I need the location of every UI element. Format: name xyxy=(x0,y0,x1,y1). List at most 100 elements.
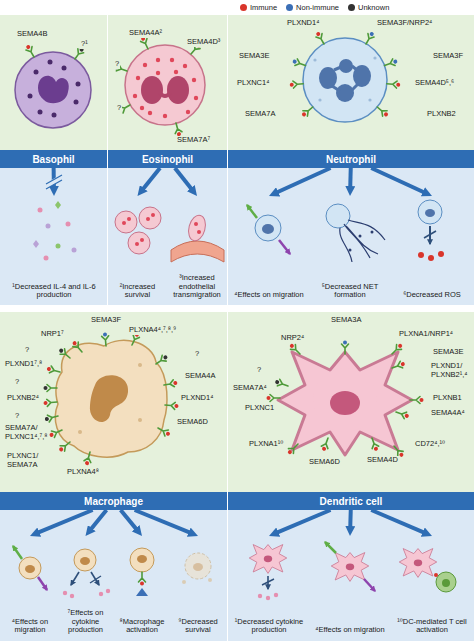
macrophage-cell xyxy=(78,430,82,434)
macrophage-cell xyxy=(154,353,169,366)
macrophage-cell xyxy=(44,385,58,392)
effect-panel: ¹Decreased cytokine production xyxy=(230,536,308,638)
dc-effect-art xyxy=(249,542,456,600)
cell-type-band: Neutrophil xyxy=(228,150,474,168)
effect-caption: ¹Decreased cytokine production xyxy=(232,618,306,635)
receptor-label: PLXNA4⁸ xyxy=(66,468,100,477)
macrophage-effect-art xyxy=(13,546,212,598)
receptor-label: ? xyxy=(116,104,122,113)
dendritic-cell xyxy=(278,352,412,455)
eosinophil-cell xyxy=(140,106,144,110)
net-art xyxy=(371,231,374,234)
basophil-effect-art xyxy=(46,224,51,229)
legend-text: Immune xyxy=(250,3,277,12)
ros-art xyxy=(424,231,436,238)
effect-caption: ⁸Macrophage activation xyxy=(116,618,168,635)
basophil-cell xyxy=(74,100,79,105)
macrophage-cell xyxy=(44,413,59,423)
effect-caption: ⁴Effects on migration xyxy=(5,618,55,635)
macrophage-effect-art xyxy=(90,576,101,583)
receptor-label: SEMA6D xyxy=(176,418,209,427)
effect-caption: ²Increased survival xyxy=(111,283,164,300)
eosinophil-survival-art xyxy=(127,217,131,221)
receptor-label: NRP1⁷ xyxy=(40,330,65,339)
eosinophil-cell xyxy=(113,35,205,137)
cell-type-band: Macrophage xyxy=(0,492,227,510)
macrophage-effect-art xyxy=(63,591,67,595)
legend-text: Non-immune xyxy=(296,3,339,12)
break-mark xyxy=(46,175,62,189)
receptor-label: ? xyxy=(24,346,30,355)
macrophage-effect-art xyxy=(74,549,96,571)
neutrophil-cell xyxy=(373,56,376,59)
eosinophil-survival-art xyxy=(128,232,150,254)
receptor-label: SEMA7A⁴ xyxy=(232,384,268,393)
basophil-effect-art xyxy=(72,248,77,253)
neutrophil-cell xyxy=(375,104,390,118)
panel-background xyxy=(0,15,474,641)
eosinophil-transmigration-art xyxy=(171,241,224,262)
receptor-label: ? xyxy=(14,378,20,387)
macrophage-effect-art xyxy=(130,548,154,572)
dc-effect-art xyxy=(331,553,369,582)
basophil-effect-art xyxy=(38,208,43,213)
cell-type-name: Macrophage xyxy=(84,496,143,507)
effect-panel: ⁵Decreased NET formation xyxy=(310,196,390,303)
receptor-label: PLXNB2 xyxy=(426,110,457,119)
receptor-label: ?¹ xyxy=(80,40,89,49)
dendritic-cell xyxy=(395,409,410,420)
panel-background xyxy=(228,168,474,305)
neutrophil-cell xyxy=(289,31,400,122)
basophil-effect-art xyxy=(66,222,71,227)
panel-background xyxy=(0,15,107,150)
dendritic-cell xyxy=(410,397,424,404)
macrophage-cell xyxy=(57,347,72,361)
macrophage-cell xyxy=(90,375,128,422)
panel-background xyxy=(0,510,227,641)
neutrophil-cell xyxy=(318,98,321,101)
eosinophil-survival-art xyxy=(146,217,150,221)
dendritic-cell xyxy=(390,342,404,356)
eosinophil-transmigration-art xyxy=(186,213,208,242)
eosinophil-survival-art xyxy=(122,221,126,225)
macrophage-effect-art xyxy=(106,589,110,593)
cell-type-band: Basophil xyxy=(0,150,107,168)
dendritic-cell xyxy=(267,395,281,402)
receptor-label: NRP2⁴ xyxy=(280,334,305,343)
receptor-label: PLXNA1¹⁰ xyxy=(248,440,284,449)
effect-panel: ⁷Effects on cytokine production xyxy=(58,536,113,638)
macrophage-effect-art xyxy=(137,555,147,563)
neutrophil-cell xyxy=(383,58,398,69)
neutrophil-cell xyxy=(303,38,387,122)
eosinophil-survival-art xyxy=(115,211,137,233)
receptor-label: ? xyxy=(114,60,120,69)
receptor-label: PLXND1⁴ xyxy=(286,19,320,28)
receptor-label: SEMA4A² xyxy=(128,29,163,38)
basophil-cell xyxy=(38,76,69,104)
effect-arrow xyxy=(141,168,160,191)
eosinophil-survival-art xyxy=(139,207,161,229)
macrophage-cell xyxy=(138,418,142,422)
receptor-label: SEMA4A⁴ xyxy=(430,409,466,418)
net-art xyxy=(326,204,385,262)
effect-panel: ³Increased endothelial transmigration xyxy=(168,196,226,303)
neutrophil-cell xyxy=(292,58,307,69)
receptor-label: SEMA4D xyxy=(366,456,399,465)
receptor-label: PLXND1⁴ xyxy=(180,394,214,403)
macrophage-cell xyxy=(101,332,109,346)
eosinophil-survival-art xyxy=(151,213,155,217)
eosinophil-cell xyxy=(194,96,198,100)
macrophage-effect-art xyxy=(70,594,74,598)
macrophage-effect-art xyxy=(71,572,79,585)
panel-background xyxy=(108,168,227,305)
effect-caption: ⁷Effects on cytokine production xyxy=(60,609,111,635)
macrophage-effect-art xyxy=(13,546,22,559)
eosinophil-cell xyxy=(125,45,205,125)
eosinophil-survival-art xyxy=(135,242,139,246)
dendritic-cell xyxy=(320,437,331,452)
dendritic-cell xyxy=(267,341,424,459)
neutrophil-cell xyxy=(300,104,315,118)
effect-caption: ⁴Effects on migration xyxy=(234,291,303,300)
receptor-label: PLXND1⁷,⁸ xyxy=(4,360,43,369)
